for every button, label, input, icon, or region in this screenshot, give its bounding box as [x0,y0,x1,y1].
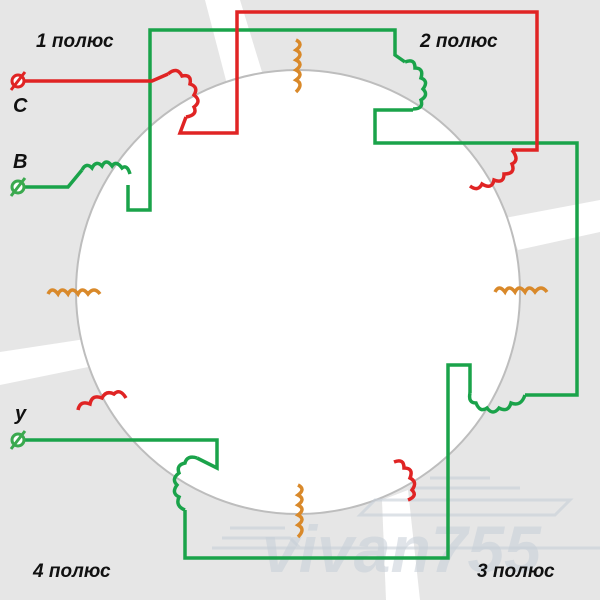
pole-3-label: 3 полюс [477,561,555,582]
red-phase-circuit [20,10,539,502]
slot-bottom [382,490,420,600]
green-coil-pole3 [467,392,527,414]
watermark: vivan755 [212,476,600,586]
red-coil-pole3 [393,459,417,502]
orange-coil-pole1-2 [292,38,302,94]
green-wire-pole1-top [126,28,407,212]
green-lead-y [22,438,219,471]
terminal-c-label: С [13,95,28,117]
red-coil-pole4 [76,390,128,411]
green-phase-circuit [22,28,579,560]
red-coil-pole1 [166,68,200,119]
watermark-boat-icon [212,476,600,550]
slot-top [205,0,262,88]
orange-coil-pole4-1 [46,288,102,298]
terminal-c [9,71,27,91]
pole-4-label: 4 полюс [32,561,111,582]
green-coil-pole2 [404,59,428,111]
orange-phase-coils [46,38,549,539]
pole-2-label: 2 полюс [419,31,498,52]
pole-1-label: 1 полюс [36,31,114,52]
terminal-y [9,430,27,450]
red-wire-pole1-pole2 [177,10,539,152]
watermark-text: vivan755 [262,512,542,586]
terminal-b-label: В [13,151,27,173]
green-coil-pole4 [172,455,198,512]
red-coil-pole2 [468,148,518,191]
green-coil-pole1 [80,160,132,175]
green-wire-pole3-bottom [183,363,472,560]
orange-coil-pole3-4 [294,483,304,539]
terminal-b [9,177,27,197]
terminal-y-label: у [14,403,27,425]
green-lead-b [22,168,84,189]
green-wire-pole2-right [373,108,579,397]
stator-bore [75,69,521,515]
slot-left [0,338,98,385]
orange-coil-pole2-3 [493,286,549,296]
red-lead-c [20,72,169,83]
